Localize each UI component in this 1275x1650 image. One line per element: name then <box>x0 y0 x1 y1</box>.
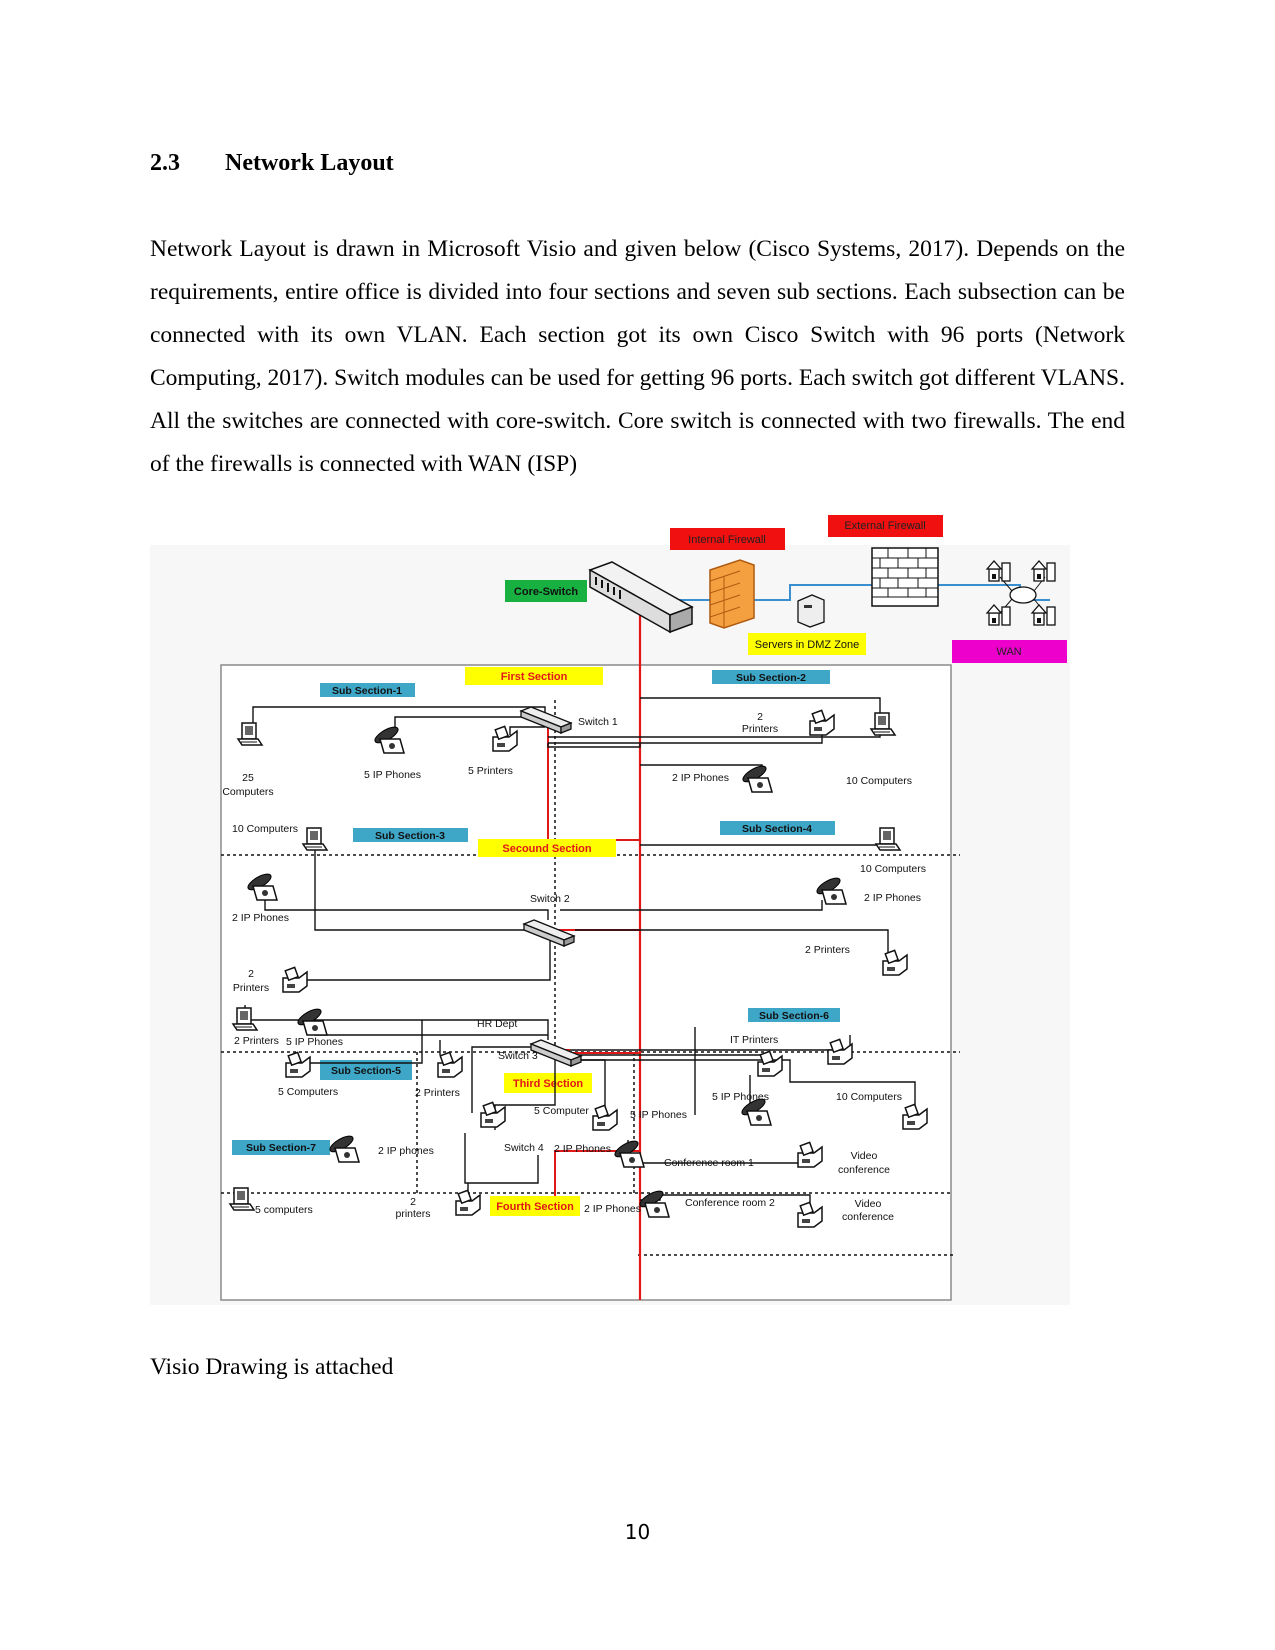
first-section-label: First Section <box>501 671 568 683</box>
s3-computers-label: 10 Computers <box>232 823 298 835</box>
sub-section-4-label: Sub Section-4 <box>742 823 812 835</box>
sub-section-5-tag <box>320 1060 412 1080</box>
hr-dept-label: HR Dept <box>477 1018 517 1030</box>
external-firewall-tag <box>828 515 943 537</box>
video-conf-1a-label: Video <box>851 1150 878 1162</box>
s1-computers-num: 25 <box>242 772 254 784</box>
s4-computers-label: 10 Computers <box>860 863 926 875</box>
sub-section-6-tag <box>748 1008 840 1022</box>
s2-printers-num: 2 <box>757 711 763 723</box>
servers-dmz-tag <box>748 633 866 655</box>
servers-dmz-label: Servers in DMZ Zone <box>755 639 860 651</box>
wan-label: WAN <box>996 646 1021 658</box>
switch-2-label: Switch 2 <box>530 893 570 905</box>
section-title: Network Layout <box>225 150 394 176</box>
internal-firewall-icon <box>709 559 755 629</box>
external-firewall-label: External Firewall <box>844 520 925 532</box>
sub-section-3-tag <box>353 828 468 842</box>
conf-room-2-label: Conference room 2 <box>685 1197 775 1209</box>
s7-phones-label: 2 IP phones <box>378 1145 434 1157</box>
s7-printers-label: printers <box>395 1208 430 1220</box>
third-phones-label: 5 IP Phones <box>630 1109 687 1121</box>
f4-phones-b-label: 2 IP Phones <box>584 1203 641 1215</box>
video-conf-2a-label: Video <box>855 1198 882 1210</box>
core-switch-label: Core-Switch <box>514 586 578 598</box>
sub-section-1-tag <box>320 683 415 697</box>
third-computer-label: 5 Computer <box>534 1105 589 1117</box>
second-section-label: Secound Section <box>502 843 592 855</box>
conf-room-1-label: Conference room 1 <box>664 1157 754 1169</box>
wan-tag <box>952 640 1067 663</box>
figure-caption: Visio Drawing is attached <box>150 1354 394 1380</box>
s2-computers-label: 10 Computers <box>846 775 912 787</box>
sub-section-7-tag <box>232 1140 330 1155</box>
first-section-tag <box>465 667 603 685</box>
core-switch-icon <box>588 561 694 634</box>
s1-phones-label: 5 IP Phones <box>364 769 421 781</box>
switch-3-label: Switch 3 <box>498 1050 538 1062</box>
switch-1-label: Switch 1 <box>578 716 618 728</box>
device-labels: Switch 1 25 Computers 5 IP Phones 5 Prin… <box>222 711 926 1223</box>
switch4-link <box>554 1150 640 1215</box>
s7-computers-label: 5 computers <box>255 1204 313 1216</box>
video-conf-2b-label: conference <box>842 1211 894 1223</box>
section-number: 2.3 <box>150 150 180 176</box>
sub-section-2-label: Sub Section-2 <box>736 672 806 684</box>
third-section-tag <box>504 1073 592 1093</box>
s6-phones-label: 5 IP Phones <box>712 1091 769 1103</box>
office-boundary <box>220 664 952 1301</box>
core-switch-tag <box>505 580 587 602</box>
switch-4-label: Switch 4 <box>504 1142 544 1154</box>
s3-phones-label: 2 IP Phones <box>232 912 289 924</box>
third-section-label: Third Section <box>513 1078 584 1090</box>
f4-phones-a-label: 2 IP Phones <box>554 1143 611 1155</box>
network-diagram: Internal Firewall External Firewall Core… <box>150 515 1125 1305</box>
network-layout-figure: Internal Firewall External Firewall Core… <box>150 515 1125 1305</box>
intro-paragraph: Network Layout is drawn in Microsoft Vis… <box>150 236 1125 477</box>
s1-computers-label: Computers <box>222 786 273 798</box>
internal-firewall-tag <box>670 528 785 550</box>
video-conf-1b-label: conference <box>838 1164 890 1176</box>
s2-printers-label: Printers <box>742 723 778 735</box>
s6-it-printers-label: IT Printers <box>730 1034 778 1046</box>
fourth-section-tag <box>490 1196 580 1216</box>
sub-section-4-tag <box>720 821 835 835</box>
s3-printers-label: Printers <box>233 982 269 994</box>
sub-section-6-label: Sub Section-6 <box>759 1010 829 1022</box>
s2-phones-label: 2 IP Phones <box>672 772 729 784</box>
sub-section-5-label: Sub Section-5 <box>331 1065 401 1077</box>
sub-section-3-label: Sub Section-3 <box>375 830 445 842</box>
s5-phones-label: 5 IP Phones <box>286 1036 343 1048</box>
wan-network-icon <box>986 560 1056 626</box>
page-number: 10 <box>624 1520 651 1544</box>
sub-section-7-label: Sub Section-7 <box>246 1142 316 1154</box>
s3-printers-num: 2 <box>248 968 254 980</box>
s5-printers-label: 2 Printers <box>234 1035 279 1047</box>
s4-phones-label: 2 IP Phones <box>864 892 921 904</box>
section-heading: 2.3 Network Layout <box>150 150 394 177</box>
external-firewall-icon <box>871 547 939 607</box>
sub-section-2-tag <box>712 670 830 684</box>
s6-computers-label: 10 Computers <box>836 1091 902 1103</box>
dmz-server-icon <box>797 594 825 628</box>
second-section-tag <box>478 839 616 857</box>
s7-printers-num: 2 <box>410 1196 416 1208</box>
internal-firewall-label: Internal Firewall <box>688 534 766 546</box>
fourth-section-label: Fourth Section <box>496 1201 574 1213</box>
s1-printers-label: 5 Printers <box>468 765 513 777</box>
s5-printers-2-label: 2 Printers <box>415 1087 460 1099</box>
s5-computers-label: 5 Computers <box>278 1086 338 1098</box>
s4-printers-label: 2 Printers <box>805 944 850 956</box>
sub-section-1-label: Sub Section-1 <box>332 685 402 697</box>
